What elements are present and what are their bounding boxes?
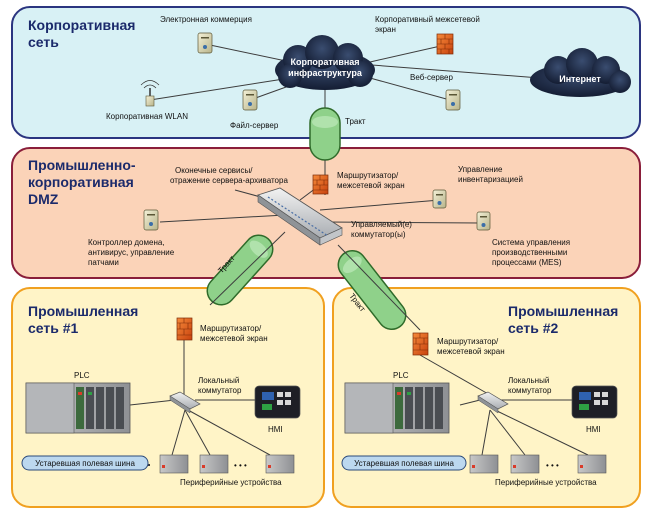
corporate-firewall-icon	[436, 33, 454, 55]
ecommerce-server-icon	[197, 32, 213, 54]
ind1-plc-icon	[25, 382, 131, 434]
zone-industrial-1	[11, 287, 325, 508]
inventory-label-line1: Управление	[458, 165, 503, 174]
ind1-firewall-icon	[176, 317, 193, 341]
ind2-hmi-icon	[571, 385, 618, 419]
ind2-switch-label-line1: Локальный	[508, 376, 549, 385]
ind2-router-label-line2: межсетевой экран	[437, 347, 505, 356]
dmz-managed-switch-icon	[257, 187, 343, 246]
tract-dmz-ind2	[337, 244, 421, 331]
ind2-plc-label: PLC	[393, 371, 409, 380]
web-server-icon	[445, 89, 461, 111]
ind2-links	[419, 354, 589, 456]
ind2-title-line1: Промышленная	[508, 303, 618, 319]
ind2-dots: • • •	[546, 461, 559, 470]
ind1-switch-label-line2: коммутатор	[198, 386, 242, 395]
dmz-firewall-icon	[312, 174, 329, 195]
cloud-label-line2: инфраструктура	[288, 68, 363, 78]
internet-cloud: Интернет	[530, 48, 631, 97]
ecommerce-label: Электронная коммерция	[160, 15, 252, 24]
dmz-title-line1: Промышленно-	[28, 157, 136, 173]
ind1-router-label-line1: Маршрутизатор/	[200, 324, 262, 333]
mes-server-icon	[476, 211, 491, 231]
wlan-label: Корпоративная WLAN	[106, 112, 188, 121]
ind1-router-label-line2: межсетевой экран	[200, 334, 268, 343]
ind2-legacy-bus	[341, 455, 467, 471]
dmz-switch-label-line1: Управляемый(е)	[351, 220, 412, 229]
dmz-endpoints-label-line2: отражение сервера-архиватора	[170, 176, 288, 185]
domain-controller-label-line3: патчами	[88, 258, 119, 267]
inventory-label-line2: инвентаризацией	[458, 175, 523, 184]
dmz-router-label-line1: Маршрутизатор/	[337, 171, 399, 180]
corporate-firewall-label-line2: экран	[375, 25, 396, 34]
dmz-switch-label-line2: коммутатор(ы)	[351, 230, 406, 239]
dmz-title-line3: DMZ	[28, 191, 59, 207]
ind2-title-line2: сеть #2	[508, 320, 559, 336]
corporate-title-line1: Корпоративная	[28, 17, 135, 33]
ind1-hmi-icon	[254, 385, 301, 419]
ind2-plc-icon	[344, 382, 450, 434]
dmz-title-line2: корпоративная	[28, 174, 134, 190]
ind1-dots: • • •	[234, 461, 247, 470]
ind2-local-switch-icon	[477, 391, 509, 414]
domain-controller-label-line1: Контроллер домена,	[88, 238, 165, 247]
wlan-antenna-icon	[140, 80, 160, 107]
file-server-icon	[242, 89, 258, 111]
ind2-router-label-line1: Маршрутизатор/	[437, 337, 499, 346]
tract-dmz-ind1	[206, 231, 286, 306]
ind1-peripherals-label: Периферийные устройства	[180, 478, 282, 487]
ind1-bus-label: Устаревшая полевая шина	[35, 459, 135, 468]
ind2-peripherals-label: Периферийные устройства	[495, 478, 597, 487]
ind1-hmi-label: HMI	[268, 425, 283, 434]
ind1-plc-label: PLC	[74, 371, 90, 380]
corporate-infrastructure-cloud: Корпоративная инфраструктура	[275, 35, 375, 90]
domain-controller-label-line2: антивирус, управление	[88, 248, 175, 257]
domain-controller-icon	[143, 209, 159, 231]
web-server-label: Веб-сервер	[410, 73, 453, 82]
ind1-switch-label-line1: Локальный	[198, 376, 239, 385]
dmz-endpoints-label-line1: Оконечные сервисы/	[175, 166, 253, 175]
inventory-server-icon	[432, 189, 447, 209]
ind2-peripheral-device-icon	[469, 454, 607, 474]
dmz-router-label-line2: межсетевой экран	[337, 181, 405, 190]
ind2-bus-label: Устаревшая полевая шина	[354, 459, 454, 468]
internet-label: Интернет	[559, 74, 601, 84]
cloud-label-line1: Корпоративная	[290, 57, 359, 67]
mes-label-line3: процессами (MES)	[492, 258, 562, 267]
ind1-peripheral-device-icon	[159, 454, 295, 474]
mes-label-line1: Система управления	[492, 238, 570, 247]
ind1-local-switch-icon	[169, 391, 201, 414]
tract-label-1: Тракт	[345, 117, 366, 126]
file-server-label: Файл-сервер	[230, 121, 279, 130]
ind1-title-line1: Промышленная	[28, 303, 138, 319]
ind2-hmi-label: HMI	[586, 425, 601, 434]
ind2-firewall-icon	[412, 332, 429, 356]
ind1-title-line2: сеть #1	[28, 320, 79, 336]
mes-label-line2: производственными	[492, 248, 567, 257]
ind1-legacy-bus	[21, 455, 149, 471]
corporate-title-line2: сеть	[28, 34, 59, 50]
ind2-switch-label-line2: коммутатор	[508, 386, 552, 395]
corporate-firewall-label-line1: Корпоративный межсетевой	[375, 15, 480, 24]
tract-corporate-dmz	[309, 107, 341, 195]
